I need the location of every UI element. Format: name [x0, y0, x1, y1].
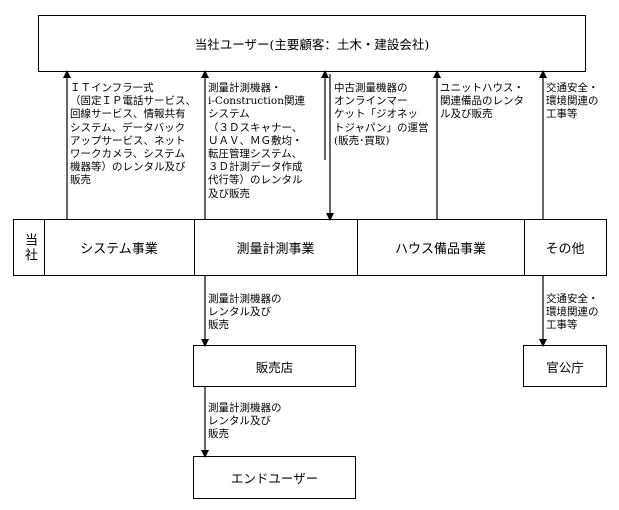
company-label-text: 当社 [22, 232, 37, 263]
segment-other-label: その他 [545, 242, 585, 257]
segment-survey: 測量計測事業 [194, 220, 357, 275]
government-label: 官公庁 [546, 359, 584, 375]
dealer-box: 販売店 [193, 345, 356, 387]
dealer-label: 販売店 [255, 359, 294, 375]
note-it-infrastructure: ＩＴインフラ一式 （固定ＩＰ電話サービス、 回線サービス、情報共有 システム、デ… [70, 82, 196, 187]
end-user-label: エンドユーザー [230, 471, 319, 486]
segment-survey-label: 測量計測事業 [236, 242, 315, 257]
segment-system-label: システム事業 [80, 242, 158, 257]
end-user-box: エンドユーザー [193, 456, 356, 499]
company-divider-1 [44, 220, 45, 275]
note-online-marketplace: 中古測量機器の オンラインマー ケット「ジオネッ トジャパン」の運営 (販売･買… [334, 82, 429, 147]
government-box: 官公庁 [523, 345, 607, 387]
segment-other: その他 [524, 220, 606, 275]
company-divider-4 [524, 220, 525, 275]
note-traffic-safety-gov: 交通安全・ 環境関連の 工事等 [546, 293, 599, 332]
company-label: 当社 [14, 220, 44, 275]
note-traffic-safety-top: 交通安全・ 環境関連の 工事等 [546, 82, 599, 121]
company-divider-3 [357, 220, 358, 275]
note-unit-house: ユニットハウス・ 関連備品のレンタ ル及び販売 [440, 82, 524, 121]
company-divider-2 [194, 220, 195, 275]
note-dealer-to-end-user: 測量計測機器の レンタル及び 販売 [208, 402, 282, 441]
segment-housing: ハウス備品事業 [357, 220, 524, 275]
segment-housing-label: ハウス備品事業 [394, 242, 486, 257]
note-survey-equipment: 測量計測機器・ i-Construction関連 システム （３Ｄスキャナー、 … [208, 82, 305, 200]
note-survey-to-dealer: 測量計測機器の レンタル及び 販売 [208, 293, 282, 332]
top-user-box: 当社ユーザー(主要顧客：土木・建設会社) [38, 15, 586, 72]
company-bar: 当社 システム事業 測量計測事業 ハウス備品事業 その他 [13, 219, 607, 276]
top-user-label: 当社ユーザー(主要顧客：土木・建設会社) [194, 37, 430, 52]
segment-system: システム事業 [44, 220, 194, 275]
